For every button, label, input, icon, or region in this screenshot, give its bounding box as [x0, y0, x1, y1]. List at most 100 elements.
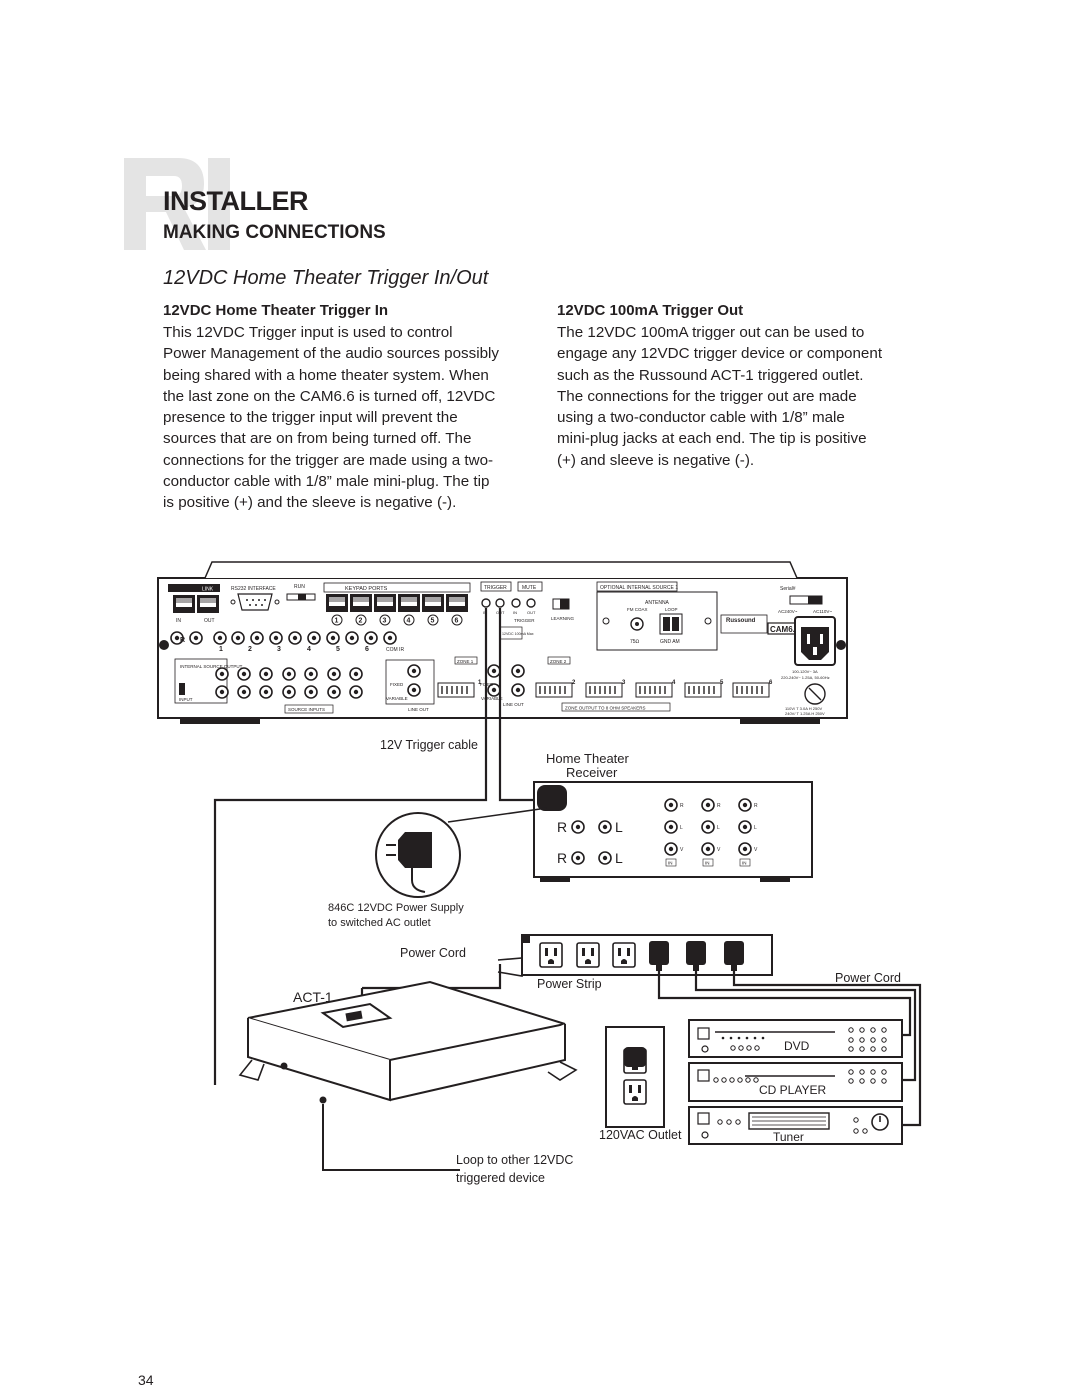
- trigger-spec-label: 12VDC 100mA Max: [502, 632, 534, 636]
- jack-in-label: IN: [668, 861, 673, 866]
- subsection-heading: MAKING CONNECTIONS: [163, 222, 386, 243]
- rs232-label: RS232 INTERFACE: [231, 586, 276, 592]
- trigger-out-body: The 12VDC 100mA trigger out can be used …: [557, 322, 927, 471]
- ir-number: 6: [365, 646, 369, 653]
- ac110-label: AC110V~: [813, 609, 832, 614]
- zone2-line-out-label: LINE OUT: [503, 702, 524, 707]
- jack-in-label: IN: [705, 861, 710, 866]
- jack-label: L: [680, 825, 683, 831]
- page-number: 34: [138, 1372, 154, 1388]
- wiring-diagram: LINK IN OUT RS232 INTERFACE RUN KEYPAD P…: [157, 561, 922, 1185]
- jack-label: V: [717, 847, 721, 853]
- zone-number: 3: [622, 680, 626, 686]
- mute-in-port-label: IN: [513, 610, 517, 615]
- cd-player-label: CD PLAYER: [759, 1083, 826, 1097]
- zone-number: 6: [769, 680, 773, 686]
- mute-label: MUTE: [522, 585, 537, 591]
- zone-number: 4: [672, 680, 676, 686]
- cam66-rear-panel: LINK IN OUT RS232 INTERFACE RUN KEYPAD P…: [157, 561, 848, 724]
- dvd-player: DVD: [688, 1019, 903, 1058]
- receiver-title-line1: Home Theater: [546, 751, 630, 766]
- receiver-l-label: L: [615, 819, 623, 835]
- serial-label: Serial#: [780, 586, 796, 592]
- source-inputs-label: SOURCE INPUTS: [288, 707, 325, 712]
- gnd-am-label: GND AM: [660, 639, 680, 645]
- body-line: mini-plug jacks at each end. The tip is …: [557, 430, 867, 448]
- act1-device: ACT-1: [238, 980, 578, 1171]
- section-heading: INSTALLER: [163, 186, 309, 216]
- body-line: engage any 12VDC trigger device or compo…: [557, 345, 883, 363]
- net-out-label: OUT: [204, 618, 215, 624]
- page-title: 12VDC Home Theater Trigger In/Out: [163, 267, 489, 289]
- ir-number: 2: [248, 646, 252, 653]
- trigger-out-heading: 12VDC 100mA Trigger Out: [557, 302, 744, 319]
- body-line: the last zone on the CAM6.6 is turned of…: [163, 387, 496, 405]
- body-line: The 12VDC 100mA trigger out can be used …: [557, 324, 865, 341]
- receiver-title-line2: Receiver: [566, 765, 618, 780]
- run-label: RUN: [294, 584, 305, 590]
- ir-r-label: R: [180, 637, 185, 644]
- receiver-r-label: R: [557, 819, 567, 835]
- input-label: INPUT: [179, 697, 193, 702]
- ir-number: 5: [336, 646, 340, 653]
- russound-ri-logo: [124, 158, 230, 250]
- tuner-label: Tuner: [773, 1130, 804, 1144]
- model-label: CAM6.6: [770, 625, 800, 634]
- ac240-label: AC240V~: [778, 609, 798, 614]
- zone2-label: ZONE 2: [550, 659, 567, 664]
- loop-label-line2: triggered device: [456, 1171, 545, 1185]
- cd-player: CD PLAYER: [688, 1062, 903, 1102]
- act1-label: ACT-1: [293, 989, 333, 1005]
- body-line: conductor cable with 1/8” male mini-plug…: [163, 473, 490, 491]
- dvd-label: DVD: [784, 1039, 810, 1053]
- loop-label-line1: Loop to other 12VDC: [456, 1153, 573, 1167]
- net-link-label: LINK: [202, 587, 214, 593]
- body-line: Power Management of the audio sources po…: [163, 345, 500, 363]
- ir-number: 1: [219, 646, 223, 653]
- receiver-l-label: L: [615, 850, 623, 866]
- power-strip-label: Power Strip: [537, 977, 602, 991]
- mute-out-port-label: OUT: [527, 610, 536, 615]
- body-line: presence to the trigger input will preve…: [163, 409, 458, 427]
- fuse-spec-2: 240V/ T 1.25A H 250V: [785, 711, 825, 716]
- zone1-variable-label: VARIABLE: [386, 696, 408, 701]
- body-line: using a two-conductor cable with 1/8” ma…: [557, 409, 845, 427]
- keypad-number: 3: [383, 618, 387, 625]
- fuse-spec-1: 110V/ T 3.0A H 250V: [785, 706, 822, 711]
- trigger-label: TRIGGER: [484, 585, 507, 591]
- jack-label: L: [717, 825, 720, 831]
- power-spec-2: 220-240V~ 1.25A, 50-60Hz: [781, 675, 830, 680]
- trigger-in-body: This 12VDC Trigger input is used to cont…: [163, 322, 535, 514]
- ir-number: 3: [277, 646, 281, 653]
- power-spec-1: 100-120V~ 3A: [792, 669, 818, 674]
- optional-source-label: OPTIONAL INTERNAL SOURCE 1: [600, 585, 678, 591]
- keypad-number: 1: [335, 618, 339, 625]
- keypad-ports-label: KEYPAD PORTS: [345, 586, 388, 592]
- antenna-label: ANTENNA: [645, 600, 670, 606]
- power-supply-label-1: 846C 12VDC Power Supply: [328, 902, 464, 914]
- body-line: being shared with a home theater system.…: [163, 366, 489, 384]
- body-line: connections for the trigger are made usi…: [163, 451, 494, 469]
- body-line: This 12VDC Trigger input is used to cont…: [163, 324, 453, 341]
- power-strip: Power Cord Power Strip Power Cord: [400, 934, 901, 991]
- keypad-number: 2: [359, 618, 363, 625]
- body-line: such as the Russound ACT-1 triggered out…: [557, 366, 864, 384]
- outlet-label: 120VAC Outlet: [599, 1128, 682, 1142]
- jack-label: R: [717, 803, 721, 809]
- zone-output-label: ZONE OUTPUT TO 8 OHM SPEAKERS: [565, 706, 646, 711]
- brand-label: Russound: [726, 618, 756, 624]
- com-ir-label: COM IR: [386, 647, 404, 653]
- jack-in-label: IN: [742, 861, 747, 866]
- keypad-number: 6: [455, 618, 459, 625]
- trigger-cable-label: 12V Trigger cable: [380, 738, 478, 752]
- body-line: (+) and sleeve is negative (-).: [557, 451, 755, 469]
- body-line: is positive (+) and the sleeve is negati…: [163, 494, 457, 512]
- home-theater-receiver: Home Theater Receiver R L R L R L V R L …: [533, 751, 813, 882]
- ohm-label: 75Ω: [630, 639, 640, 645]
- keypad-number: 4: [407, 618, 411, 625]
- jack-label: R: [680, 803, 684, 809]
- power-cord-left-label: Power Cord: [400, 946, 466, 960]
- keypad-number: 5: [431, 618, 435, 625]
- wall-outlet: 120VAC Outlet: [599, 1026, 682, 1142]
- zone-number: 1: [478, 680, 482, 686]
